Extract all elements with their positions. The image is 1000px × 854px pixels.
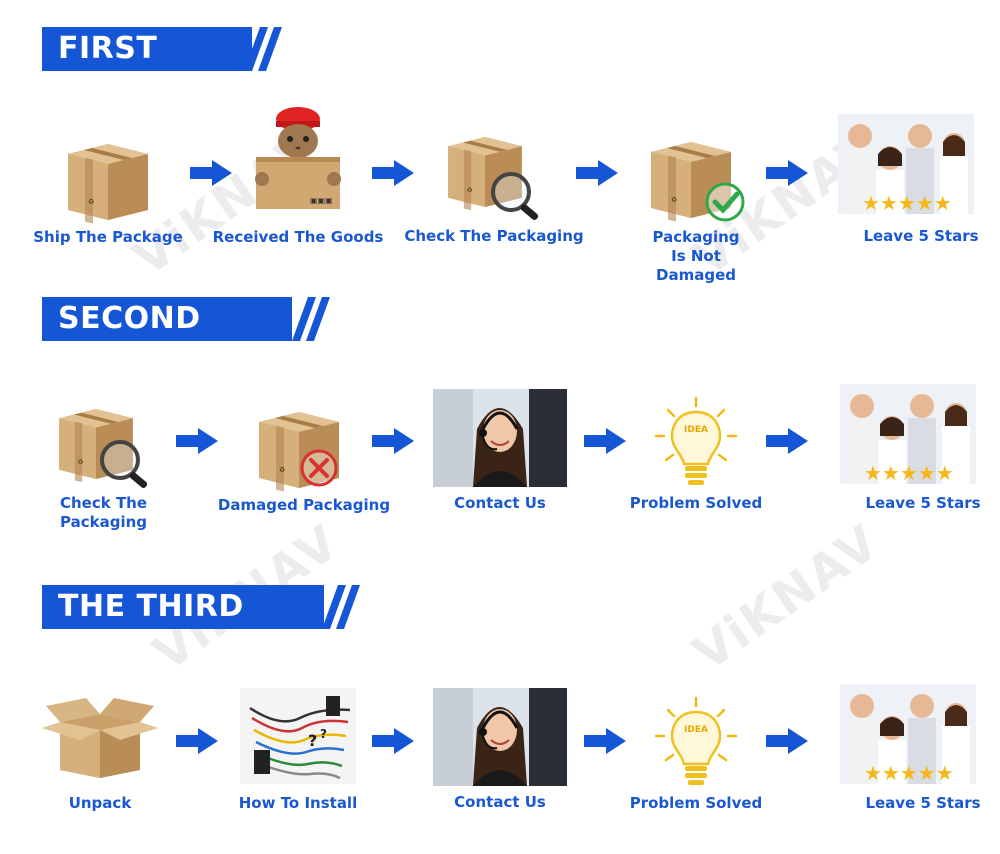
support-agent-icon [433, 688, 567, 786]
support-agent-icon [433, 389, 567, 487]
slash-decoration [292, 297, 330, 341]
step-leave-5-stars: Leave 5 Stars [818, 684, 998, 824]
slash-decoration [322, 585, 360, 629]
first-case-banner: FIRST CASE [42, 27, 252, 110]
svg-text:?: ? [308, 731, 317, 750]
step-received-goods: ▣▣▣ Received The Goods [208, 105, 388, 260]
box-magnifier-icon [448, 137, 542, 224]
team-thumbs-up-icon [840, 684, 976, 784]
right-arrow-icon [766, 428, 808, 454]
step-label: Received The Goods [212, 228, 384, 246]
step-label: Leave 5 Stars [863, 227, 979, 245]
step-label: Problem Solved [629, 794, 763, 812]
svg-text:?: ? [320, 727, 327, 741]
slash-decoration [244, 27, 282, 71]
box-cross-icon [259, 412, 339, 492]
step-label: Check The Packaging [404, 227, 584, 245]
step-label: Contact Us [454, 793, 546, 811]
lightbulb-icon: IDEA [654, 696, 738, 787]
lightbulb-icon: IDEA [654, 396, 738, 487]
step-label: Damaged Packaging [217, 496, 391, 514]
bulb-text: IDEA [684, 425, 708, 435]
step-label: Problem Solved [629, 494, 763, 512]
team-thumbs-up-icon [840, 384, 976, 484]
step-ship-package: Ship The Package [18, 120, 198, 260]
third-case-title: THE THIRD CASE [58, 589, 244, 668]
team-thumbs-up-icon [838, 114, 974, 214]
box-icon [68, 144, 148, 224]
bulb-text: IDEA [684, 725, 708, 735]
step-check-packaging: Check The Packaging [50, 394, 160, 544]
step-label: Leave 5 Stars [865, 794, 981, 812]
step-label: Leave 5 Stars [865, 494, 981, 512]
step-check-packaging: Check The Packaging [404, 120, 584, 260]
box-checkmark-icon [651, 142, 745, 222]
right-arrow-icon [372, 728, 414, 754]
step-label: Unpack [68, 794, 132, 812]
right-arrow-icon [766, 160, 808, 186]
step-leave-5-stars: Leave 5 Stars [818, 384, 998, 524]
step-problem-solved: IDEA Problem Solved [606, 392, 786, 522]
step-label: Packaging Is Not Damaged [652, 228, 740, 284]
open-box-icon [42, 698, 158, 778]
wiring-harness-icon: ? ? [240, 688, 356, 784]
right-arrow-icon [372, 428, 414, 454]
box-magnifier-icon [59, 409, 151, 492]
step-label: Contact Us [454, 494, 546, 512]
second-case-banner: SECOND CASE [42, 297, 292, 380]
watermark: ViKNAV [683, 513, 890, 683]
step-leave-5-stars: Leave 5 Stars [816, 114, 996, 254]
step-label: How To Install [238, 794, 358, 812]
step-label: Ship The Package [33, 228, 183, 246]
second-case-title: SECOND CASE [58, 301, 201, 380]
cat-with-box-icon: ▣▣▣ [255, 107, 341, 209]
step-label: Check The Packaging [60, 494, 148, 531]
step-damaged-packaging: Damaged Packaging [214, 396, 394, 526]
step-contact-us: Contact Us [410, 688, 590, 818]
right-arrow-icon [766, 728, 808, 754]
step-contact-us: Contact Us [410, 389, 590, 519]
step-how-to-install: ? ? How To Install [208, 688, 388, 818]
first-case-title: FIRST CASE [58, 31, 158, 110]
right-arrow-icon [176, 428, 218, 454]
step-packaging-not-damaged: Packaging Is Not Damaged [606, 120, 786, 284]
svg-text:▣▣▣: ▣▣▣ [310, 196, 333, 205]
step-problem-solved: IDEA Problem Solved [606, 692, 786, 822]
step-unpack: Unpack [10, 688, 190, 818]
third-case-banner: THE THIRD CASE [42, 585, 324, 668]
